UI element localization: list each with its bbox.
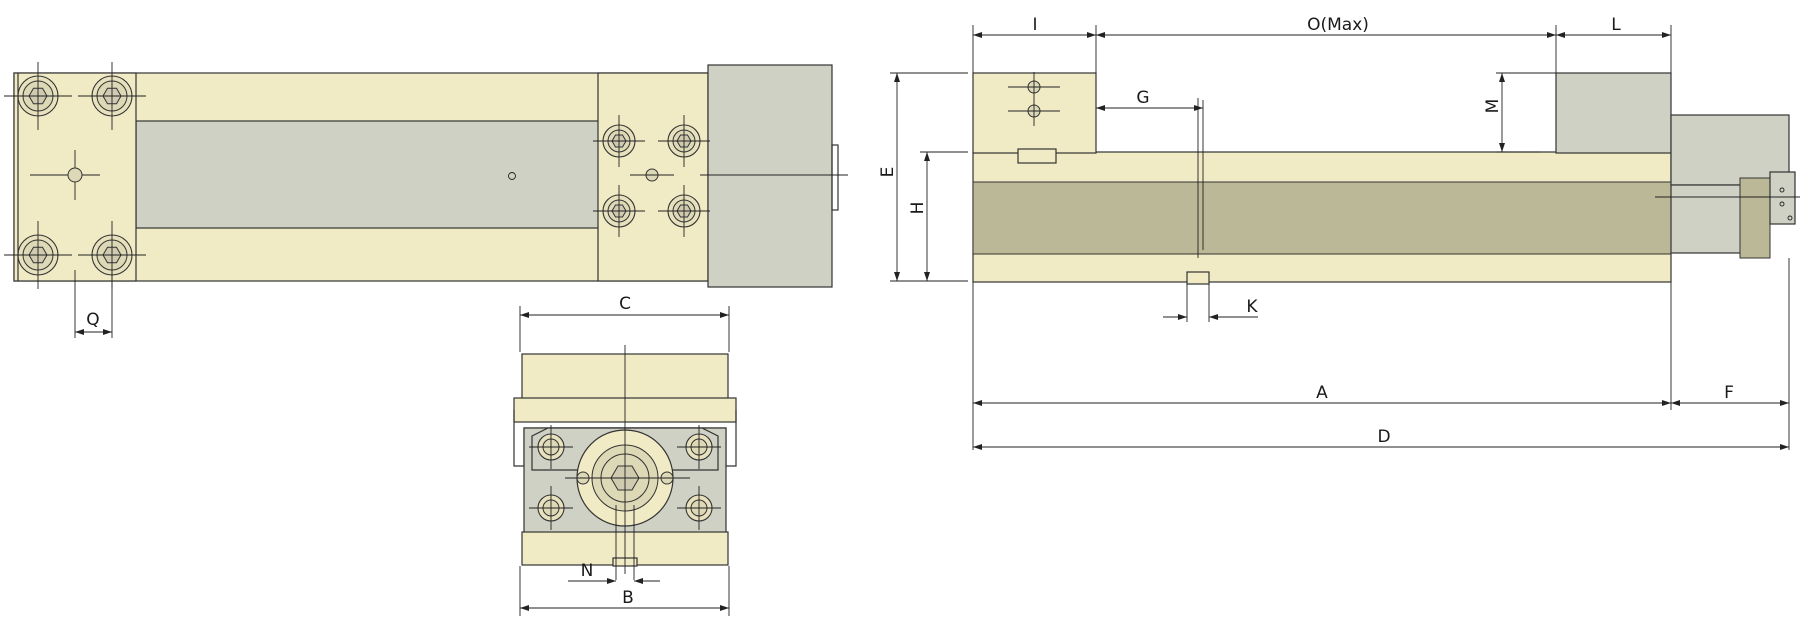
- side-spindle-end: [1769, 171, 1796, 225]
- dimension-a: A: [972, 282, 1672, 450]
- pin-hole: [508, 172, 516, 180]
- dimension-k: K: [1163, 284, 1258, 322]
- dimension-l: L: [1556, 15, 1672, 73]
- top-view-end-housing: [707, 64, 833, 288]
- label-b: B: [622, 588, 634, 608]
- dimension-g: G: [1096, 88, 1204, 250]
- label-n: N: [581, 561, 594, 581]
- label-a: A: [1316, 383, 1328, 403]
- dimension-c: C: [519, 294, 730, 352]
- label-l: L: [1611, 15, 1621, 35]
- dimension-d: D: [973, 427, 1789, 450]
- dimension-o-max: O(Max): [1096, 15, 1557, 73]
- label-g: G: [1136, 88, 1149, 108]
- label-o-max: O(Max): [1307, 15, 1369, 35]
- bolt-group-right: [593, 115, 710, 237]
- dimension-m: M: [1483, 72, 1556, 153]
- side-view: I O(Max) L G: [878, 15, 1800, 450]
- top-view: Q: [4, 62, 848, 338]
- dimension-b: B: [519, 566, 730, 616]
- side-channel: [972, 181, 1672, 255]
- dimension-q: Q: [74, 270, 113, 338]
- side-housing-lower: [1670, 184, 1742, 254]
- bolt-group-left: [4, 62, 146, 289]
- label-c: C: [619, 294, 631, 314]
- dimension-e: E: [878, 72, 968, 282]
- dimension-h: H: [908, 151, 968, 281]
- top-view-slot: [135, 120, 600, 229]
- label-d: D: [1377, 427, 1390, 447]
- label-q: Q: [86, 310, 99, 330]
- front-view: C N B: [513, 294, 737, 616]
- side-end-housing: [1670, 114, 1790, 186]
- dimension-f: F: [1671, 258, 1790, 450]
- dimension-n: N: [568, 561, 660, 584]
- label-k: K: [1246, 297, 1258, 317]
- label-f: F: [1724, 383, 1734, 403]
- label-h: H: [908, 202, 928, 215]
- label-i: I: [1032, 15, 1037, 35]
- top-view-spindle-stub: [831, 144, 839, 211]
- side-moving-jaw: [1555, 72, 1672, 154]
- dimension-i: I: [972, 15, 1097, 73]
- side-handwheel: [1739, 177, 1771, 259]
- label-e: E: [878, 167, 898, 178]
- label-m: M: [1483, 99, 1503, 114]
